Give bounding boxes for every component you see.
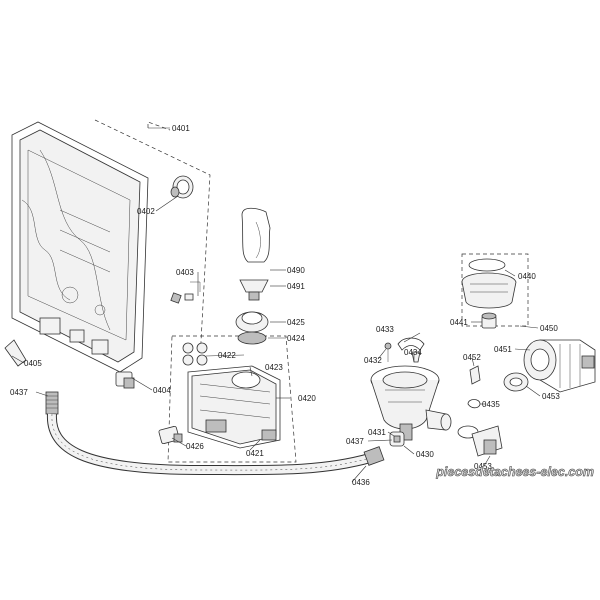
label-0437-right: 0437 (346, 437, 364, 446)
label-0426: 0426 (186, 442, 204, 451)
label-0491: 0491 (287, 282, 305, 291)
valve-part (115, 371, 135, 389)
label-0434: 0434 (404, 348, 422, 357)
sump-coupling-part (389, 431, 405, 447)
bracket-part (4, 339, 27, 367)
label-0450: 0450 (540, 324, 558, 333)
label-0422: 0422 (218, 351, 236, 360)
pump-seal-part (481, 312, 497, 329)
softener-body-part (187, 365, 281, 449)
label-0435: 0435 (482, 400, 500, 409)
label-0405: 0405 (24, 359, 42, 368)
part-labels: 0401 0402 0403 0404 0405 0437 0490 0491 … (10, 124, 560, 487)
label-0423: 0423 (265, 363, 283, 372)
pump-hose-part (503, 372, 529, 392)
label-0420: 0420 (298, 394, 316, 403)
label-0431: 0431 (368, 428, 386, 437)
label-0402: 0402 (137, 207, 155, 216)
sump-part (370, 365, 452, 441)
label-0453-bottom: 0453 (474, 462, 492, 471)
seal-set-part (182, 342, 208, 366)
drain-hose-part (45, 391, 385, 476)
label-0430: 0430 (416, 450, 434, 459)
cap-part (239, 279, 269, 301)
clamp-part (467, 399, 481, 409)
label-0401: 0401 (172, 124, 190, 133)
grommet-part (170, 175, 194, 199)
label-0441: 0441 (450, 318, 468, 327)
label-0453-top: 0453 (542, 392, 560, 401)
float-part (469, 365, 481, 385)
label-0424: 0424 (287, 334, 305, 343)
label-0425: 0425 (287, 318, 305, 327)
site-watermark: piecesdetachees-elec.com (435, 465, 594, 479)
heat-pump-part (523, 339, 596, 393)
label-0452: 0452 (463, 353, 481, 362)
label-0451: 0451 (494, 345, 512, 354)
lid-part (235, 311, 269, 345)
label-0433: 0433 (376, 325, 394, 334)
label-0440: 0440 (518, 272, 536, 281)
pump-cover-part (461, 258, 517, 309)
side-panel-part (11, 121, 149, 373)
label-0421: 0421 (246, 449, 264, 458)
label-0490: 0490 (287, 266, 305, 275)
label-0432: 0432 (364, 356, 382, 365)
label-0404: 0404 (153, 386, 171, 395)
label-0437-left: 0437 (10, 388, 28, 397)
label-0436: 0436 (352, 478, 370, 487)
drain-pump-part (457, 425, 503, 457)
leader-lines (11, 127, 541, 483)
funnel-part (241, 207, 271, 263)
clip-part (170, 281, 201, 304)
label-0403: 0403 (176, 268, 194, 277)
